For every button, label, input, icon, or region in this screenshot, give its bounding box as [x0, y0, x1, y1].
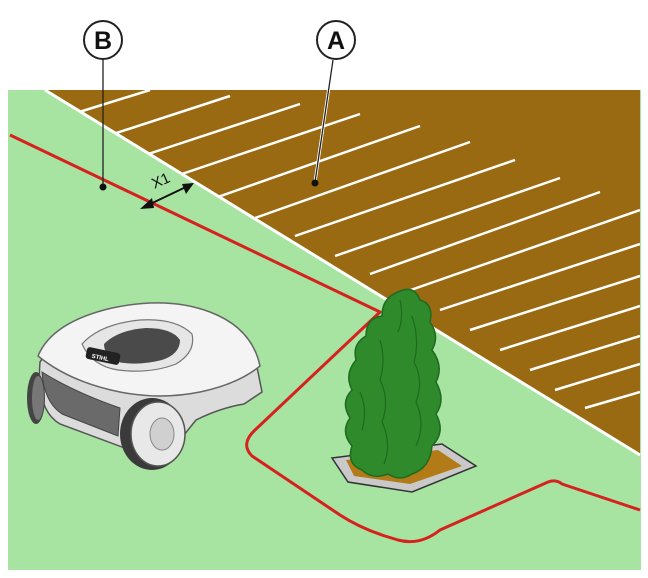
soil-stripes — [59, 90, 640, 410]
robotic-mower: STIHL — [27, 302, 263, 470]
distance-x1-dimension: X1 — [140, 170, 194, 209]
stop-button-icon — [85, 347, 121, 365]
hedge-bush — [344, 288, 442, 479]
callout-a-dot — [311, 179, 319, 187]
robot-brand-text: STIHL — [91, 354, 110, 364]
mower-front-wheel — [27, 372, 45, 424]
label-a: A — [327, 27, 345, 55]
boundary-wire — [9, 133, 641, 544]
label-b: B — [94, 27, 112, 55]
mower-rear-wheel — [120, 398, 186, 470]
callout-b-dot — [99, 183, 107, 191]
flower-bed-area — [44, 88, 641, 457]
x1-label: X1 — [149, 170, 173, 193]
callout-a: A — [311, 20, 356, 187]
callout-b: B — [83, 20, 123, 191]
